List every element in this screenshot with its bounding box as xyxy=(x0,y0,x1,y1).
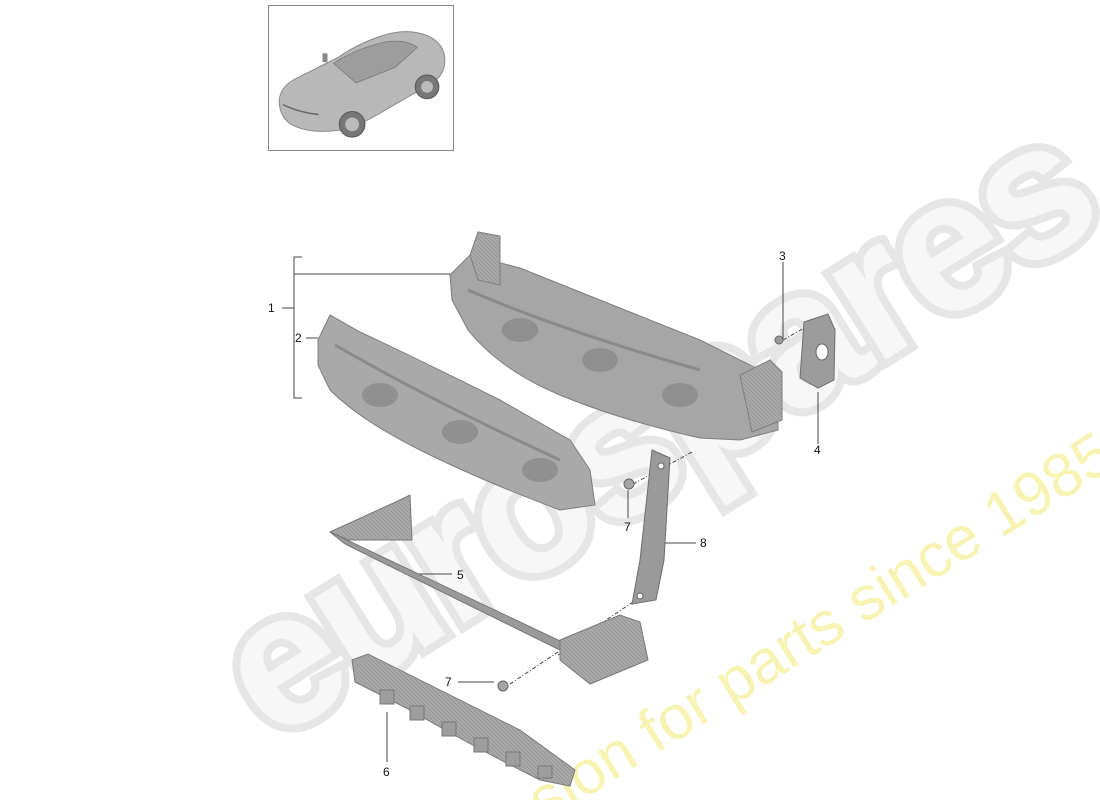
car-icon xyxy=(278,31,446,138)
leader-lines xyxy=(282,256,819,762)
part-7-nut-lower xyxy=(497,680,509,692)
part-4-mounting-plate xyxy=(799,313,836,389)
part-6-lower-absorber xyxy=(351,653,576,787)
vehicle-thumbnail xyxy=(268,5,454,151)
part-3-screw xyxy=(774,335,784,345)
callout-4: 4 xyxy=(814,443,821,457)
callout-1: 1 xyxy=(268,301,275,315)
callout-2: 2 xyxy=(295,331,302,345)
callout-6: 6 xyxy=(383,765,390,779)
part-2-impact-absorber xyxy=(317,314,596,511)
part-8-strut xyxy=(631,449,671,605)
part-7-nut-upper xyxy=(623,478,635,490)
callout-5: 5 xyxy=(457,568,464,582)
callout-7-lower: 7 xyxy=(445,675,452,689)
callout-7-upper: 7 xyxy=(624,520,631,534)
callout-3: 3 xyxy=(779,249,786,263)
part-1-impact-absorber xyxy=(449,231,783,441)
callout-8: 8 xyxy=(700,536,707,550)
part-5-crossmember xyxy=(328,494,649,685)
